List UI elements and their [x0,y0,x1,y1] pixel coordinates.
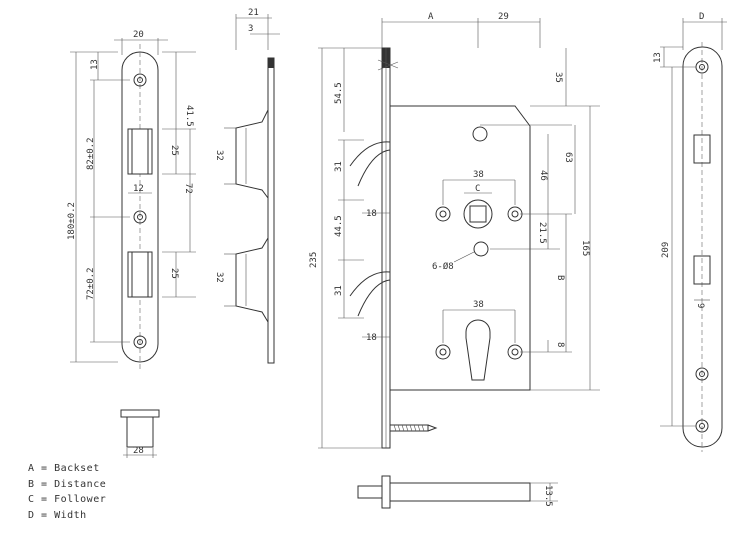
dim-46: 46 [538,170,548,181]
dim-44-5: 44.5 [334,215,344,237]
legend-backset: A = Backset [28,463,100,474]
front-top-label: 13 [653,52,663,63]
dim-31a: 31 [334,161,344,172]
upper-latch-dim: 32 [214,150,224,161]
dim-35: 35 [553,72,563,83]
legend-width: D = Width [28,509,87,521]
cylinder-detail: 28 [120,409,160,458]
lower-latch-dim: 32 [214,272,224,283]
slot1-height: 25 [169,145,179,156]
faceplate-view: 20 12 13 180±0.2 82±0.2 72±0. [67,30,196,372]
bolt-height-label: 13.5 [543,485,553,507]
bolt-plan-view: 13.5 [357,475,558,509]
side-width-label: 21 [248,8,259,18]
spacing-38-bottom: 38 [473,300,484,310]
legend: A = Backset B = Distance C = Follower D … [28,461,106,523]
dim-165: 165 [580,240,590,256]
slot-spacing: 72 [183,183,193,194]
faceplate-upper-spacing: 82±0.2 [86,137,96,170]
cylinder-width-label: 28 [133,446,144,456]
faceplate-lower-spacing: 72±0.2 [86,267,96,300]
lock-body-view: A 29 38 C [309,12,600,509]
offset-29-label: 29 [498,12,509,22]
faceplate-width-label: 20 [133,30,144,40]
screw-label: 6-Ø8 [432,261,454,272]
front-height-label: 209 [661,242,671,258]
dim-18b: 18 [366,333,377,343]
faceplate-upper-dim: 41.5 [184,105,194,127]
follower-hub [463,199,493,229]
front-plate-view: D 9 13 209 [653,12,727,452]
side-thickness-label: 3 [248,24,253,34]
dim-54-5: 54.5 [334,82,344,104]
follower-label: C [475,184,480,194]
screw [389,424,438,432]
front-plate-outline [682,46,723,448]
cylinder-cutout [465,319,491,381]
dim-18a: 18 [366,209,377,219]
backset-label: A [428,12,434,22]
slot2-height: 25 [169,268,179,279]
distance-label: B [555,275,565,280]
dim-63: 63 [563,152,573,163]
legend-distance: B = Distance [28,478,107,490]
front-slot-label: 9 [695,303,705,308]
side-profile-view: 21 3 32 32 [214,8,280,364]
faceplate-total-height: 180±0.2 [67,202,77,240]
spacing-38-top: 38 [473,170,484,180]
dim-31b: 31 [334,285,344,296]
legend-follower: C = Follower [28,494,107,505]
total-height-235: 235 [309,252,319,268]
faceplate-top-offset: 13 [90,59,100,70]
dim-8: 8 [555,342,565,347]
dim-21-5: 21.5 [537,222,547,244]
slot-width-label: 12 [133,184,144,194]
front-width-label: D [699,12,704,22]
